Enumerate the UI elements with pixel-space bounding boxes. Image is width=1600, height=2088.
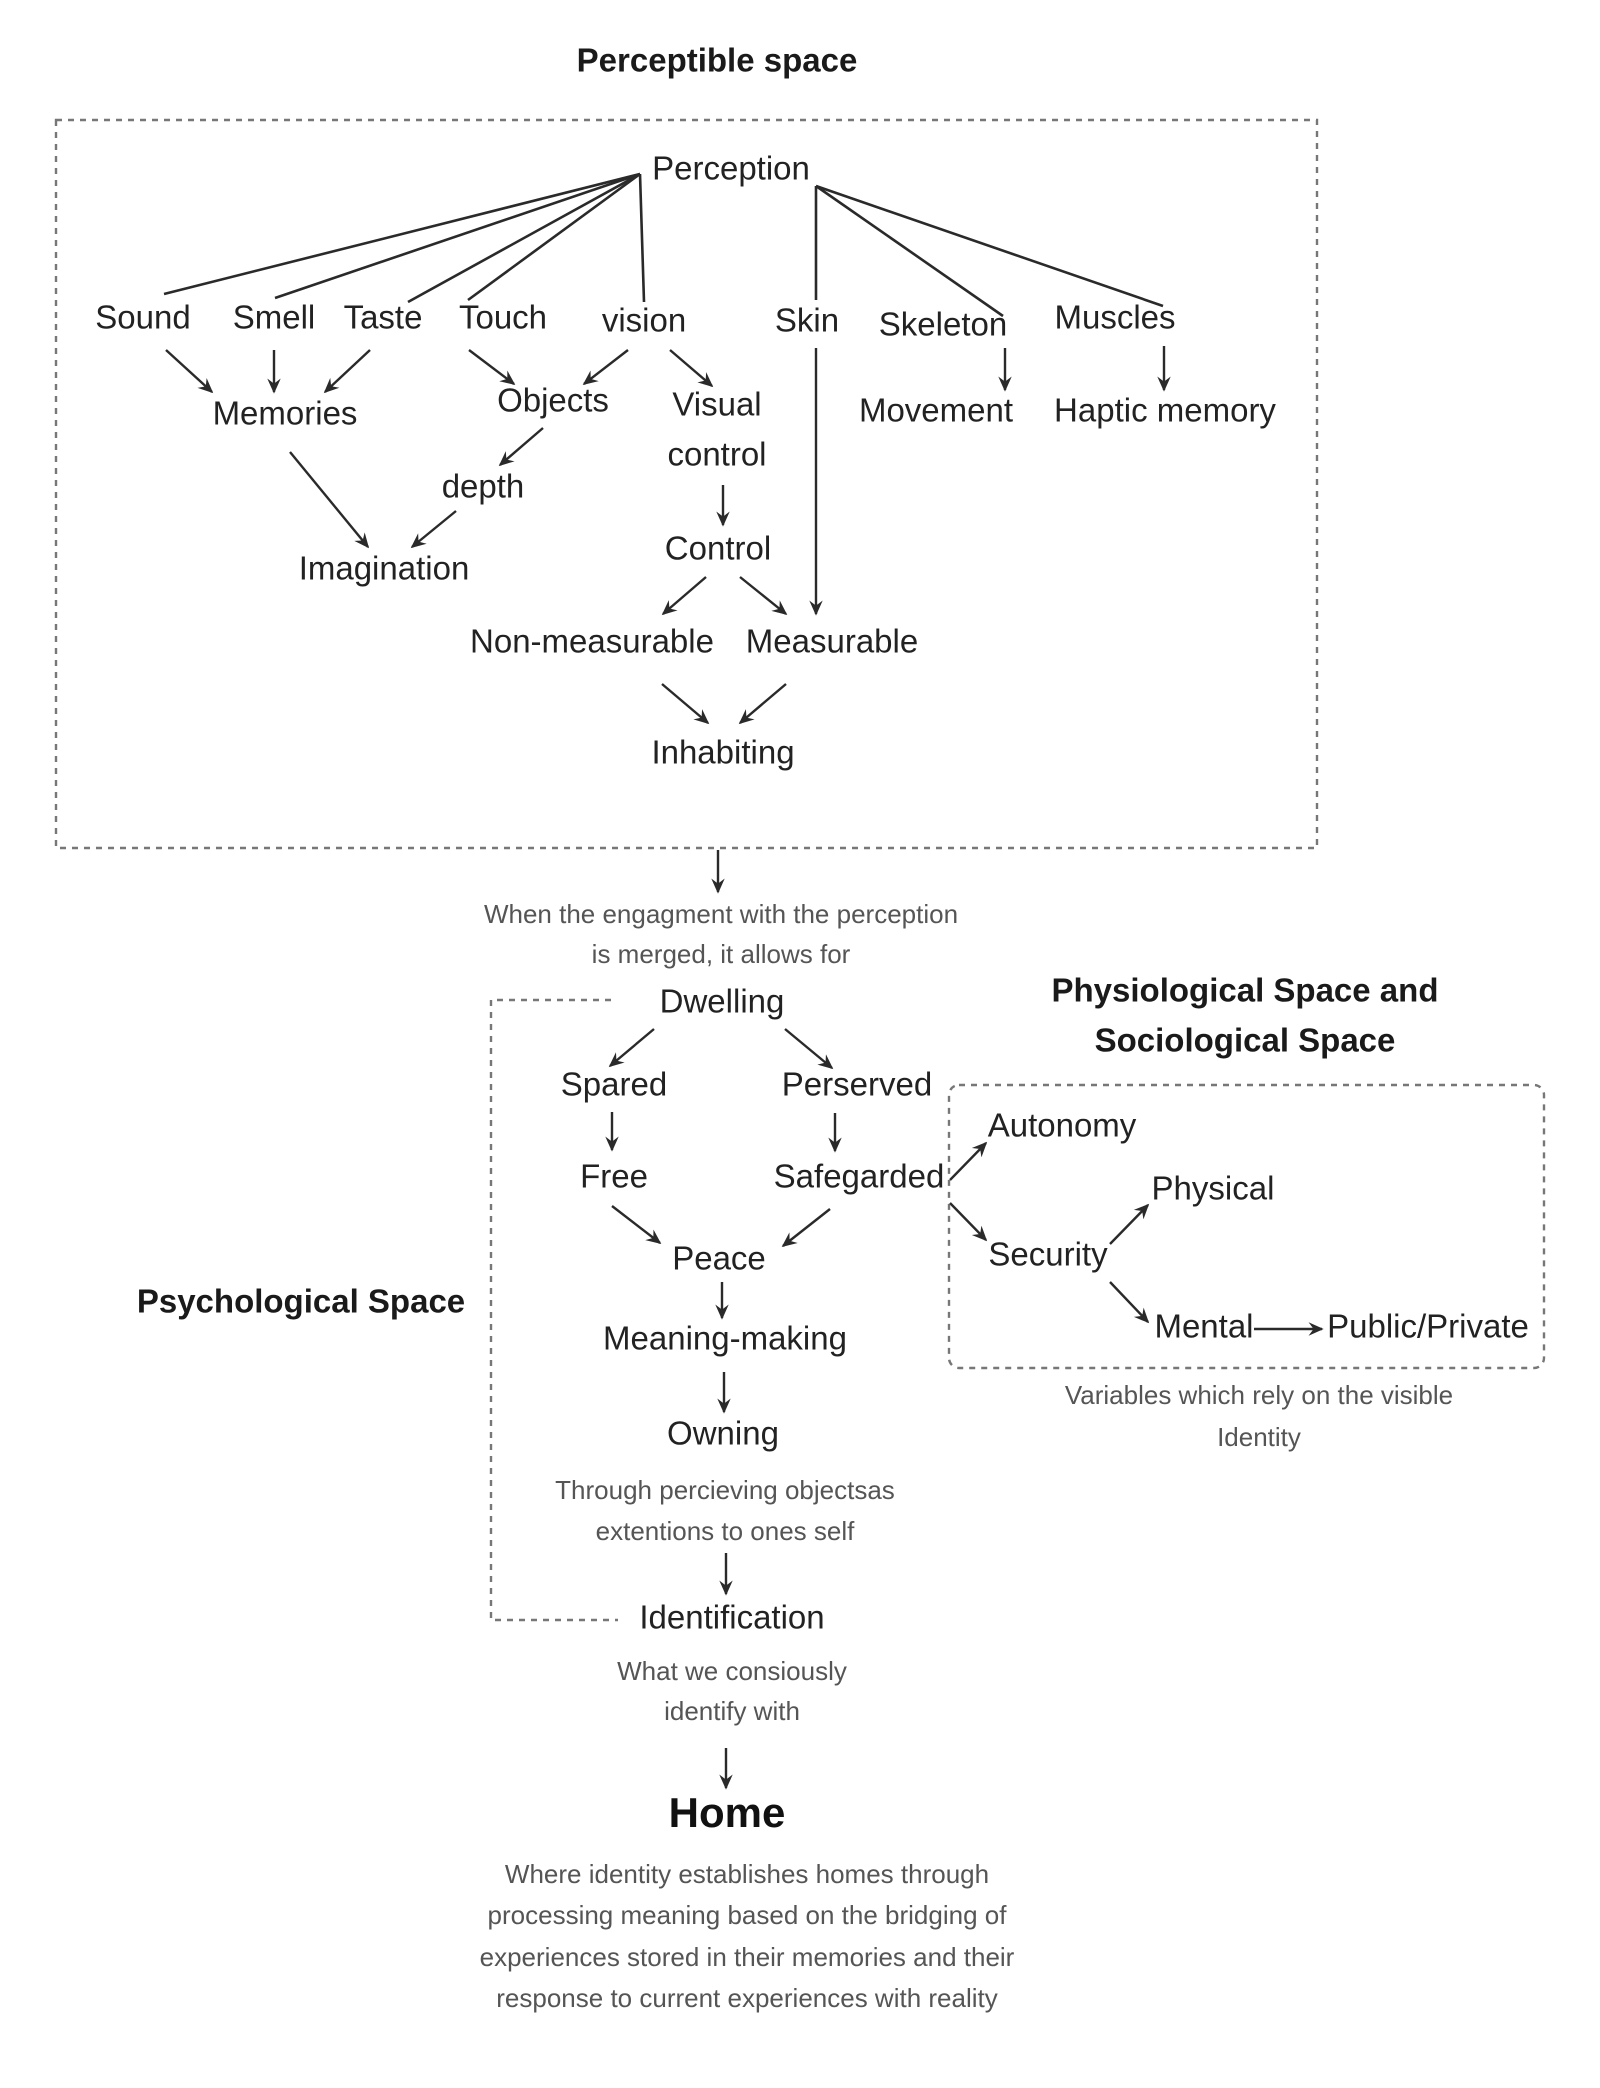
arrow-control-measurable	[739, 576, 788, 616]
node-owning: Owning	[667, 1415, 779, 1452]
arrow-sound-memories	[165, 349, 214, 394]
physiological-space-title-line1: Physiological Space and	[1052, 972, 1439, 1009]
node-muscles: Muscles	[1054, 299, 1175, 336]
link-perception-sound	[163, 172, 641, 296]
link-perception-skeleton	[815, 184, 1004, 318]
home-caption-line4: response to current experiences with rea…	[496, 1983, 997, 2013]
node-memories: Memories	[213, 395, 358, 432]
psychological-space-bracket	[489, 998, 618, 1622]
node-identification: Identification	[639, 1599, 824, 1636]
node-home: Home	[669, 1789, 786, 1836]
node-non-measurable: Non-measurable	[470, 623, 714, 660]
arrow-dwelling-spared	[608, 1028, 655, 1068]
arrow-vision-objects	[582, 349, 629, 386]
node-depth: depth	[442, 468, 525, 505]
perception-right-links	[814, 184, 1164, 318]
node-skeleton: Skeleton	[879, 306, 1007, 343]
physiological-space-box	[947, 1083, 1546, 1370]
node-security: Security	[988, 1236, 1108, 1273]
arrow-touch-objects	[468, 349, 516, 386]
node-imagination: Imagination	[299, 550, 470, 587]
arrow-control-nonmeasurable	[661, 576, 707, 616]
home-caption-line3: experiences stored in their memories and…	[480, 1942, 1015, 1972]
node-public-private: Public/Private	[1327, 1308, 1529, 1345]
arrow-nonmeasurable-inhabiting	[661, 683, 710, 725]
owning-caption-line2: extentions to ones self	[596, 1516, 855, 1546]
arrow-memories-imagination	[289, 451, 370, 549]
arrow-vision-visual	[669, 349, 714, 388]
node-haptic-memory: Haptic memory	[1054, 392, 1276, 429]
psychological-space-title: Psychological Space	[137, 1283, 465, 1320]
perceptible-space-title: Perceptible space	[577, 42, 858, 79]
home-caption-line1: Where identity establishes homes through	[505, 1859, 989, 1889]
link-perception-touch	[467, 172, 641, 302]
link-perception-smell	[274, 172, 641, 300]
node-visual-control: control	[667, 436, 766, 473]
node-sound: Sound	[95, 299, 190, 336]
node-measurable: Measurable	[746, 623, 918, 660]
link-perception-taste	[407, 172, 641, 304]
arrow-security-mental	[1109, 1281, 1150, 1324]
node-movement: Movement	[859, 392, 1013, 429]
node-autonomy: Autonomy	[988, 1107, 1137, 1144]
arrow-safegarded-autonomy	[949, 1141, 988, 1181]
node-mental: Mental	[1154, 1308, 1253, 1345]
arrow-safegarded-security	[949, 1202, 988, 1242]
arrow-measurable-inhabiting	[738, 683, 787, 725]
node-visual: Visual	[672, 386, 761, 423]
node-meaning-making: Meaning-making	[603, 1320, 847, 1357]
node-smell: Smell	[233, 299, 316, 336]
physiological-space-title-line2: Sociological Space	[1095, 1022, 1396, 1059]
arrow-free-peace	[611, 1205, 662, 1245]
node-safegarded: Safegarded	[774, 1158, 945, 1195]
node-free: Free	[580, 1158, 648, 1195]
arrow-security-physical	[1109, 1203, 1150, 1245]
arrow-taste-memories	[323, 349, 371, 394]
node-vision: vision	[602, 302, 686, 339]
link-perception-muscles	[815, 184, 1164, 308]
arrow-depth-imagination	[410, 510, 457, 549]
node-spared: Spared	[561, 1066, 667, 1103]
perceptible-space-box	[54, 118, 1319, 850]
node-perception: Perception	[652, 150, 810, 187]
transition-caption-line2: is merged, it allows for	[592, 939, 851, 969]
physiological-caption-line2: Identity	[1217, 1422, 1301, 1452]
owning-caption-line1: Through percieving objectsas	[555, 1475, 895, 1505]
arrow-objects-depth	[498, 427, 544, 467]
perception-left-links	[163, 172, 646, 304]
node-peace: Peace	[672, 1240, 766, 1277]
link-perception-vision	[638, 173, 646, 303]
node-inhabiting: Inhabiting	[651, 734, 794, 771]
arrow-dwelling-perserved	[784, 1028, 834, 1070]
node-physical: Physical	[1152, 1170, 1275, 1207]
node-objects: Objects	[497, 382, 609, 419]
physiological-caption-line1: Variables which rely on the visible	[1065, 1380, 1453, 1410]
node-dwelling: Dwelling	[660, 983, 785, 1020]
node-control: Control	[665, 530, 771, 567]
node-skin: Skin	[775, 302, 839, 339]
identification-caption-line1: What we consiously	[617, 1656, 847, 1686]
node-taste: Taste	[344, 299, 423, 336]
transition-caption-line1: When the engagment with the perception	[484, 899, 958, 929]
arrow-safegarded-peace	[781, 1208, 831, 1248]
identification-caption-line2: identify with	[664, 1696, 800, 1726]
home-caption-line2: processing meaning based on the bridging…	[488, 1900, 1008, 1930]
node-perserved: Perserved	[782, 1066, 932, 1103]
node-touch: Touch	[459, 299, 547, 336]
